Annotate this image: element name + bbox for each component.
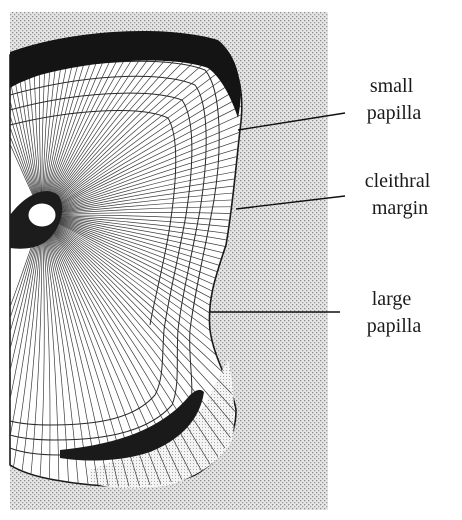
svg-text:cleithral margin: cleithral margin [365, 170, 436, 219]
label-large-papilla-line1: large [372, 288, 412, 310]
svg-text:large papilla: large papilla [367, 288, 422, 337]
label-large-papilla-line2: papilla [367, 315, 422, 337]
label-small-papilla-line1: small [370, 75, 414, 97]
label-cleithral-margin-line1: cleithral [365, 170, 431, 192]
label-cleithral-margin-line2: margin [372, 197, 428, 219]
label-small-papilla-line2: papilla [367, 102, 422, 124]
svg-text:small papilla: small papilla [367, 75, 422, 124]
